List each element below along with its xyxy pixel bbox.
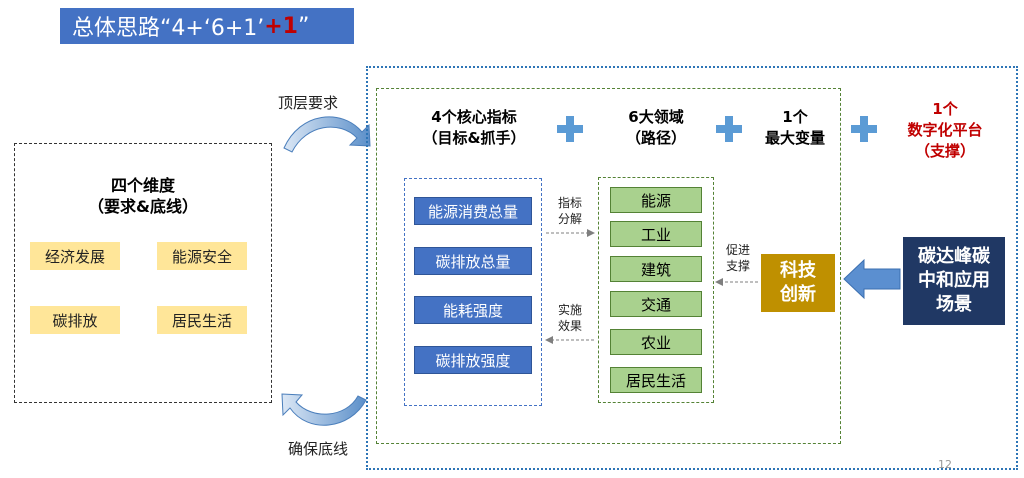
decompose-label-line1: 指标	[557, 196, 582, 210]
tag-residents-life: 居民生活	[157, 306, 247, 334]
dimensions-heading-line2: （要求&底线）	[88, 197, 198, 216]
big-left-arrow-icon	[843, 258, 901, 300]
field-agriculture: 农业	[610, 329, 702, 355]
indicator-energy-intensity: 能耗强度	[414, 296, 532, 324]
outer-framework-box	[366, 66, 1018, 470]
promote-label: 促进 支撑	[720, 242, 756, 274]
indicator-energy-consumption: 能源消费总量	[414, 197, 532, 225]
title-close: ”	[298, 13, 310, 39]
fields-column	[598, 177, 714, 403]
effect-label: 实施 效果	[552, 302, 588, 334]
fields-header-line1: 6大领域	[628, 108, 684, 126]
decompose-label-line2: 分解	[557, 212, 582, 226]
indicator-carbon-total: 碳排放总量	[414, 247, 532, 275]
dimensions-box	[14, 143, 272, 403]
top-requirement-label: 顶层要求	[278, 94, 339, 112]
core-header-line2: （目标&抓手）	[422, 129, 526, 147]
field-transport: 交通	[610, 291, 702, 317]
scene-line3: 场景	[936, 294, 972, 315]
promote-label-line1: 促进	[725, 243, 750, 257]
title-main: 总体思路“4+‘6+1’	[72, 16, 265, 41]
plus-icon	[557, 116, 583, 142]
application-scene-box: 碳达峰碳 中和应用 场景	[903, 237, 1005, 325]
tag-carbon-emission: 碳排放	[30, 306, 120, 334]
variable-header-line2: 最大变量	[764, 129, 825, 147]
tech-line2: 创新	[780, 284, 816, 305]
field-building: 建筑	[610, 256, 702, 282]
decompose-label: 指标 分解	[552, 195, 588, 227]
platform-header: 1个 数字化平台 （支撑）	[884, 99, 1006, 162]
inner-framework-box	[376, 88, 841, 444]
tag-economy: 经济发展	[30, 242, 120, 270]
effect-label-line2: 效果	[557, 319, 582, 333]
page-number: 12	[938, 458, 952, 471]
fields-header: 6大领域 （路径）	[608, 107, 704, 149]
tag-energy-security: 能源安全	[157, 242, 247, 270]
core-header-line1: 4个核心指标	[431, 108, 517, 126]
indicator-carbon-intensity: 碳排放强度	[414, 346, 532, 374]
core-indicators-header: 4个核心指标 （目标&抓手）	[400, 107, 548, 149]
platform-header-line2: 数字化平台	[907, 121, 983, 139]
tech-line1: 科技	[780, 260, 816, 281]
scene-line1: 碳达峰碳	[918, 246, 990, 267]
fields-header-line2: （路径）	[625, 129, 686, 147]
effect-label-line1: 实施	[557, 303, 582, 317]
variable-header-line1: 1个	[782, 108, 808, 126]
bottom-line-label: 确保底线	[288, 440, 349, 458]
platform-header-line1: 1个	[932, 100, 958, 118]
plus-icon	[851, 116, 877, 142]
field-residents-life: 居民生活	[610, 367, 702, 393]
tech-innovation-box: 科技 创新	[761, 254, 835, 312]
field-energy: 能源	[610, 187, 702, 213]
field-industry: 工业	[610, 221, 702, 247]
page-title: 总体思路“4+‘6+1’+1”	[60, 8, 354, 44]
plus-icon	[716, 116, 742, 142]
title-emph: +1	[264, 13, 298, 39]
indicators-column	[404, 178, 542, 406]
flow-arrows	[545, 229, 758, 344]
top-curved-arrow-icon	[283, 116, 371, 153]
dimensions-heading-line1: 四个维度	[110, 176, 175, 195]
scene-line2: 中和应用	[918, 270, 990, 291]
platform-header-line3: （支撑）	[914, 142, 975, 160]
promote-label-line2: 支撑	[725, 259, 750, 273]
curved-arrows	[281, 116, 371, 426]
bottom-curved-arrow-icon	[281, 393, 367, 426]
variable-header: 1个 最大变量	[750, 107, 840, 149]
